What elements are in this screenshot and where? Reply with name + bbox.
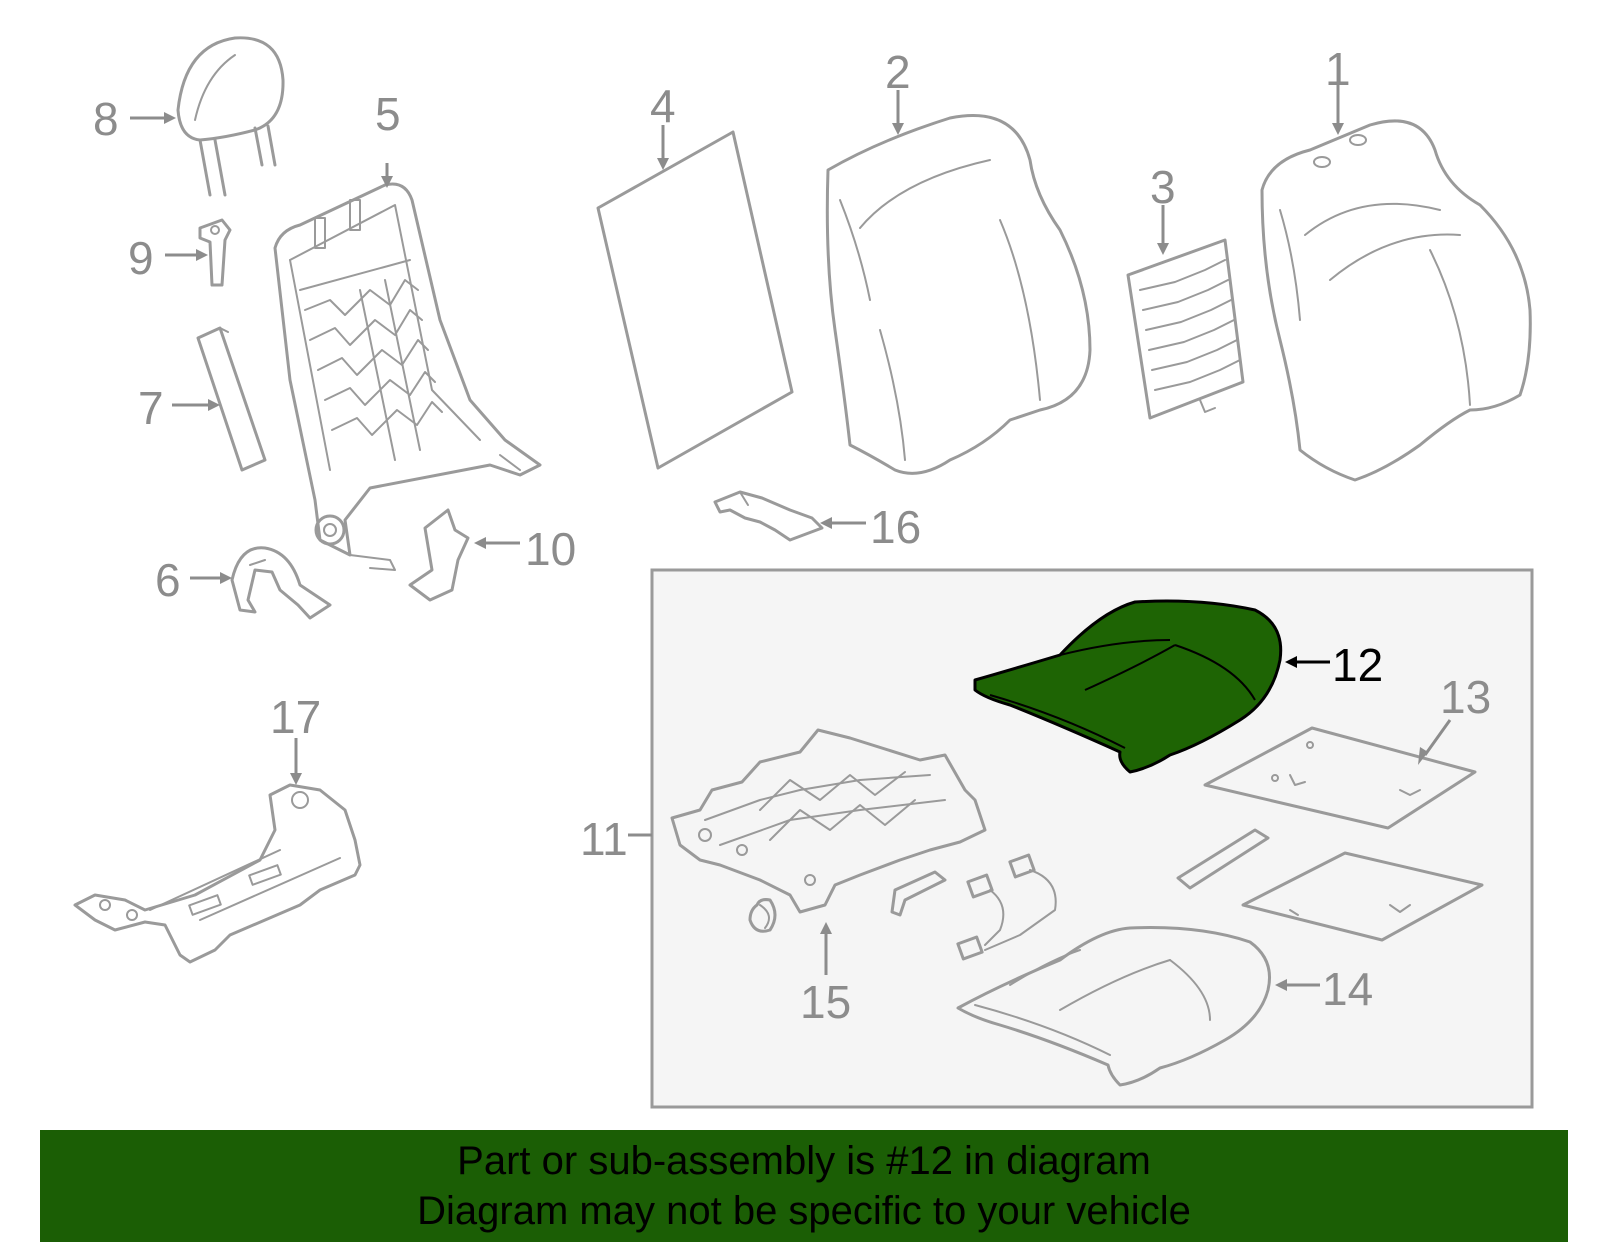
part-2-seatback-pad[interactable]: [825, 114, 1092, 475]
part-12-cushion-cover-highlighted[interactable]: [973, 599, 1283, 774]
part-6-bracket[interactable]: [230, 546, 332, 620]
info-banner: Part or sub-assembly is #12 in diagram D…: [40, 1130, 1568, 1242]
part-15-cushion-frame[interactable]: [670, 728, 987, 933]
callout-8: 8: [93, 93, 119, 145]
part-8-headrest[interactable]: [176, 36, 285, 197]
callout-13: 13: [1440, 671, 1491, 723]
part-harness-connectors[interactable]: [890, 853, 1057, 961]
part-16-bracket[interactable]: [713, 490, 824, 542]
part-1-seatback-cover[interactable]: [1260, 119, 1532, 482]
callout-7: 7: [138, 382, 164, 434]
callout-6: 6: [155, 554, 181, 606]
part-14-cushion-pad[interactable]: [956, 926, 1271, 1087]
part-3-heater-element[interactable]: [1126, 238, 1245, 420]
part-4-pad[interactable]: [596, 130, 794, 470]
seat-parts-diagram: 8 9 7 5 6: [73, 36, 1534, 1109]
callout-2: 2: [885, 46, 911, 98]
banner-line-part-info: Part or sub-assembly is #12 in diagram: [457, 1139, 1151, 1183]
callout-11: 11: [580, 813, 628, 865]
part-7-side-trim[interactable]: [196, 326, 267, 472]
part-13-mat[interactable]: [1203, 726, 1477, 830]
callout-3: 3: [1150, 161, 1176, 213]
callout-5: 5: [375, 88, 401, 140]
part-rod[interactable]: [1176, 828, 1270, 890]
callout-14: 14: [1322, 963, 1373, 1015]
callout-4: 4: [650, 80, 676, 132]
part-9-headrest-guide[interactable]: [198, 218, 232, 287]
callout-16: 16: [870, 501, 921, 553]
callout-17: 17: [270, 691, 321, 743]
part-17-seat-base[interactable]: [73, 783, 362, 964]
callout-9: 9: [128, 232, 154, 284]
part-13-mat-lower[interactable]: [1241, 851, 1484, 942]
part-10-cover[interactable]: [408, 508, 470, 602]
callout-12: 12: [1332, 639, 1383, 691]
callout-1: 1: [1325, 43, 1351, 95]
callout-10: 10: [525, 523, 576, 575]
callout-15: 15: [800, 976, 851, 1028]
banner-line-disclaimer: Diagram may not be specific to your vehi…: [417, 1189, 1191, 1233]
part-5-seatback-frame[interactable]: [273, 182, 542, 571]
